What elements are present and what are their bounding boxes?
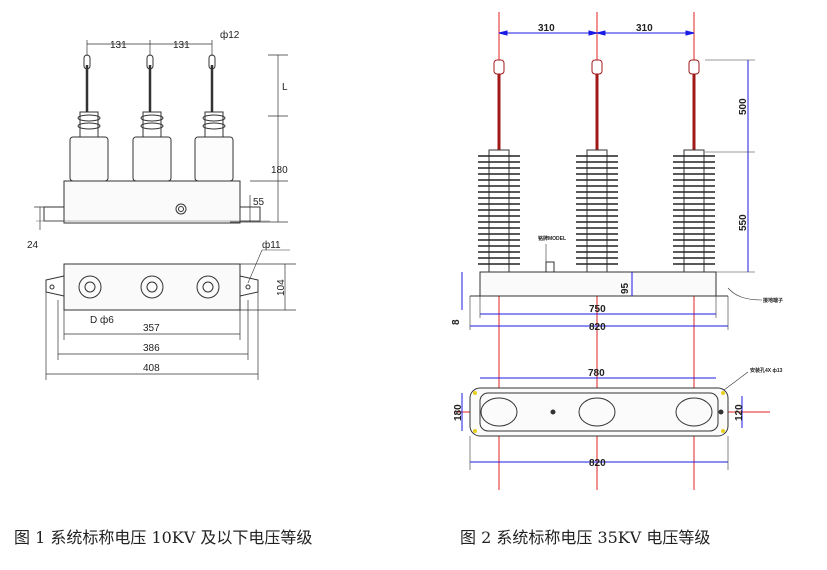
dim-base-24: 24 bbox=[27, 240, 39, 251]
figure-2-base bbox=[470, 261, 728, 297]
figure-2-caption: 图 2 系统标称电压 35KV 电压等级 bbox=[460, 528, 711, 547]
figure-1-plan bbox=[45, 249, 290, 311]
figure-2-insulators bbox=[478, 59, 715, 273]
dim-height-l: L bbox=[282, 82, 288, 93]
dim-plan-180: 180 bbox=[453, 404, 464, 421]
dim-terminal-phi: ф12 bbox=[220, 29, 240, 41]
dim-750: 750 bbox=[589, 304, 606, 315]
figure-2-plan bbox=[469, 371, 749, 437]
dim-357: 357 bbox=[143, 323, 160, 334]
figure-2-top-dims bbox=[498, 30, 695, 36]
dim-131-right: 131 bbox=[173, 40, 190, 51]
dim-width-104: 104 bbox=[276, 279, 287, 296]
dim-500: 500 bbox=[738, 98, 749, 115]
dim-d-phi: D ф6 bbox=[90, 314, 114, 326]
dim-310-left: 310 bbox=[538, 23, 555, 34]
figure-2-elev-dims bbox=[461, 59, 763, 330]
dim-386: 386 bbox=[143, 343, 160, 354]
label-ground-terminal: 接地端子 bbox=[762, 297, 783, 304]
figure-2-plan-dims bbox=[461, 377, 743, 470]
figure-1-dimensions bbox=[34, 40, 288, 230]
dim-plan-780: 780 bbox=[588, 368, 605, 379]
label-mount-hole: 安装孔4X ф13 bbox=[750, 367, 783, 374]
dim-408: 408 bbox=[143, 363, 160, 374]
dim-plan-120: 120 bbox=[734, 404, 745, 421]
dim-820: 820 bbox=[589, 322, 606, 333]
figure-1-elevation bbox=[36, 54, 270, 224]
dim-131-left: 131 bbox=[110, 40, 127, 51]
label-nameplate: 铭牌MODEL bbox=[538, 235, 566, 242]
dim-height-55: 55 bbox=[253, 197, 265, 208]
dim-550: 550 bbox=[738, 214, 749, 231]
figure-1-caption: 图 1 系统标称电压 10KV 及以下电压等级 bbox=[14, 528, 313, 547]
dim-hole-phi: ф11 bbox=[262, 239, 281, 251]
dim-height-180: 180 bbox=[271, 165, 288, 176]
dim-8: 8 bbox=[451, 319, 462, 325]
dim-95: 95 bbox=[620, 282, 631, 294]
dim-310-right: 310 bbox=[636, 23, 653, 34]
figure-1-plan-dimensions bbox=[45, 263, 296, 380]
dim-plan-820: 820 bbox=[589, 458, 606, 469]
